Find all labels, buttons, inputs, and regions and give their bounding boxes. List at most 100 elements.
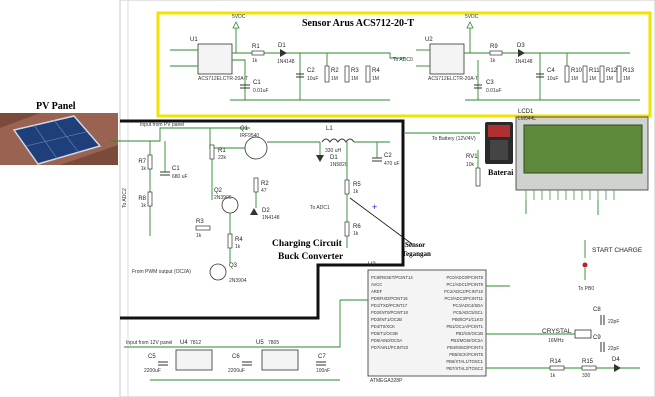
d3-ref: D3 [517, 43, 525, 49]
r7-val: 1k [141, 166, 147, 172]
r3-val: 1M [351, 76, 358, 82]
rv1-val: 10k [466, 162, 475, 168]
q1-ref: Q1 [240, 126, 249, 132]
r2-val: 1M [331, 76, 338, 82]
d2-part: 1N4148 [262, 215, 280, 221]
r2b-resistor [253, 177, 259, 193]
rv1-ref: RV1 [466, 154, 478, 160]
r13-val: 1M [623, 76, 630, 82]
r13-resistor [616, 65, 622, 83]
battery-photo [485, 122, 513, 164]
reg-input-label: Input from 12V panel [126, 340, 172, 346]
lcd-pins [525, 190, 615, 200]
r15-val: 330 [582, 373, 591, 379]
pv-input-wire [110, 127, 250, 142]
r11-val: 1M [589, 76, 596, 82]
c9-ref: C9 [593, 335, 601, 341]
r6-val: 1k [353, 231, 359, 237]
u1-part: ACS712ELCTR-20A-T [198, 76, 248, 82]
u3-part: ATMEGA328P [370, 378, 403, 384]
c3-val: 0.01uF [486, 88, 502, 94]
mcu-left-pin-10: PD7/AIN1/PCINT23 [371, 345, 409, 350]
mcu-right-pin-5: PC5/ADC5/SCL [453, 310, 483, 315]
rv1-pot [475, 167, 481, 187]
r5-resistor [344, 179, 350, 195]
crystal-freq: 16MHz [548, 338, 564, 344]
c8-ref: C8 [593, 307, 601, 313]
r6-ref: R6 [353, 224, 361, 230]
mcu-right-pin-6: PB0/ICP1/CLKO [452, 317, 484, 322]
r4b-resistor [227, 233, 233, 249]
d2-diode [250, 208, 258, 215]
r1b-ref: R1 [218, 148, 226, 154]
mcu-right-pin-8: PB2/SS/OC1B [456, 331, 483, 336]
r12-ref: R12 [606, 68, 618, 74]
r3-ref: R3 [351, 68, 359, 74]
u1-ref: U1 [190, 37, 198, 43]
sensor-tegangan-2: Tegangan [402, 250, 431, 258]
to-adc0-label: To ADC0 [393, 57, 413, 63]
q3-part: 2N3904 [229, 278, 247, 284]
d3-part: 1N4148 [515, 59, 533, 65]
c4-val: 10uF [547, 76, 558, 82]
charging-frame [120, 119, 405, 320]
c4-ref: C4 [547, 68, 555, 74]
charging-title-1: Charging Circuit [272, 239, 343, 249]
sensor-arus-frame [156, 11, 652, 118]
d2-ref: D2 [262, 208, 270, 214]
d1b-ref: D1 [330, 155, 338, 161]
d1-part: 1N4148 [277, 59, 295, 65]
c2-val: 10uF [307, 76, 318, 82]
d1b-diode [316, 155, 324, 162]
sensor-arus-title: Sensor Arus ACS712-20-T [302, 18, 414, 29]
mcu-right-pin-9: PB3/MOSI/OC2A [451, 338, 484, 343]
c5-ref: C5 [148, 354, 156, 360]
u5-part: 7805 [268, 340, 279, 346]
mcu-right-pin-7: PB1/OC1A/PCINT1 [446, 324, 483, 329]
r4-ref: R4 [372, 68, 380, 74]
sensor-tegangan-pointer [349, 197, 413, 245]
r11-ref: R11 [589, 68, 600, 74]
r2-resistor [324, 65, 330, 83]
r3-resistor [344, 65, 350, 83]
c1b-ref: C1 [172, 166, 180, 172]
mcu-right-pin-4: PC4/ADC4/SDA [453, 303, 483, 308]
q2-ref: Q2 [214, 188, 223, 194]
c2-ref: C2 [307, 68, 315, 74]
r13-ref: R13 [623, 68, 635, 74]
u2-ref: U2 [425, 37, 433, 43]
pv-input-label: Input from PV panel [140, 122, 184, 128]
u1-chip [197, 43, 233, 75]
u4-regulator [175, 349, 213, 371]
u3-ref: U3 [368, 262, 376, 268]
start-charge-button-dot [582, 262, 588, 268]
mcu-right-pin-10: PB4/MISO/PCINT4 [447, 345, 484, 350]
baterai-label: Baterai [488, 168, 514, 177]
r4-val: 1M [372, 76, 379, 82]
to-adc2-label: To ADC2 [122, 188, 128, 208]
pwm-input-label: From PWM output (OC2A) [132, 269, 191, 275]
pv-panel-label: PV Panel [36, 101, 76, 112]
q3-ref: Q3 [229, 263, 238, 269]
u2-vcc-arrow [466, 21, 474, 29]
mcu-left-pin-7: PD4/T0/XCK [371, 324, 395, 329]
charging-title-2: Buck Converter [278, 252, 344, 262]
c1-ref: C1 [253, 80, 261, 86]
cursor-cross: + [372, 202, 377, 212]
mcu-left-pin-9: PD6/AIN0/OC0A [371, 338, 402, 343]
c5-val: 2200uF [144, 368, 161, 374]
r3b-val: 1k [196, 233, 202, 239]
mcu-right-pins: PC0/ADC0/PCINT8PC1/ADC1/PCINT9PC2/ADC2/P… [444, 275, 484, 371]
l1-inductor [321, 138, 355, 143]
mcu-right-pin-0: PC0/ADC0/PCINT8 [446, 275, 483, 280]
sensor-tegangan-1: Sensor [405, 241, 425, 249]
u4-part: 7812 [190, 340, 201, 346]
u2-part: ACS712ELCTR-20A-T [428, 76, 478, 82]
mcu-right-pin-13: PB7/XTAL2/TOSC2 [446, 366, 483, 371]
r7-resistor [147, 154, 153, 170]
mcu-right-pin-2: PC2/ADC2/PCINT10 [444, 289, 484, 294]
r5-ref: R5 [353, 182, 361, 188]
mcu-left-pin-5: PD2/INT0/PCINT18 [371, 310, 408, 315]
d1b-part: 1N5820 [330, 162, 348, 168]
